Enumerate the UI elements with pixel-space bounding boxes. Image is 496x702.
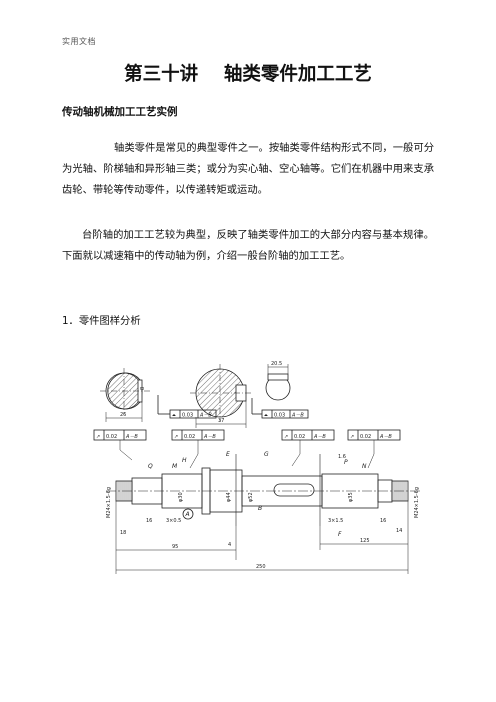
svg-text:0.02: 0.02 — [360, 434, 371, 440]
svg-text:8: 8 — [140, 387, 146, 390]
svg-text:φ44: φ44 — [226, 492, 232, 502]
svg-text:↗: ↗ — [96, 434, 100, 440]
section-heading: 1．零件图样分析 — [62, 315, 141, 327]
svg-text:Q: Q — [148, 463, 153, 470]
dim-37: 37 — [218, 418, 224, 424]
svg-text:E: E — [226, 451, 230, 458]
dim-250: 250 — [256, 564, 266, 570]
svg-text:18: 18 — [120, 530, 126, 536]
svg-text:3×1.5: 3×1.5 — [328, 518, 343, 524]
svg-text:N: N — [362, 463, 367, 470]
svg-text:⌯: ⌯ — [264, 413, 268, 419]
page-title: 第三十讲 轴类零件加工工艺 — [124, 64, 372, 85]
header-note: 实用文档 — [62, 37, 96, 46]
svg-text:A: A — [185, 511, 190, 518]
shaft-main-view — [106, 454, 420, 526]
dim-26: 26 — [120, 412, 126, 418]
dim-keyway: 20.5 — [271, 361, 282, 367]
dim-95: 95 — [172, 544, 178, 550]
svg-text:0.03: 0.03 — [274, 413, 285, 419]
svg-text:A－B: A－B — [313, 434, 326, 440]
svg-text:16: 16 — [380, 518, 386, 524]
svg-text:H: H — [182, 457, 187, 464]
svg-text:14: 14 — [396, 528, 402, 534]
dim-125: 125 — [360, 538, 370, 544]
svg-text:4: 4 — [228, 542, 231, 548]
svg-text:φ52: φ52 — [248, 492, 254, 502]
svg-text:0.02: 0.02 — [106, 434, 117, 440]
svg-text:1.6: 1.6 — [338, 454, 346, 460]
svg-text:B: B — [258, 505, 262, 512]
svg-text:M24×1.5-6g: M24×1.5-6g — [414, 487, 420, 518]
svg-text:P: P — [344, 459, 348, 466]
tolerance-frame-small-right: ⌯ 0.03 A－B — [251, 398, 309, 419]
svg-text:M: M — [172, 463, 178, 470]
svg-text:A－B: A－B — [291, 413, 304, 419]
tolerance-frame-2: ↗ 0.02 A－B — [171, 429, 225, 441]
svg-text:0.02: 0.02 — [184, 434, 195, 440]
tolerance-frame-3: ↗ 0.02 A－B — [281, 429, 335, 441]
svg-text:F: F — [338, 531, 342, 538]
section-view-left: 26 8 — [100, 368, 150, 422]
svg-text:φ30: φ30 — [178, 492, 184, 502]
svg-text:16: 16 — [146, 518, 152, 524]
tolerance-frame-4: ↗ 0.02 A－B — [347, 429, 401, 441]
svg-text:0.03: 0.03 — [182, 413, 193, 419]
svg-text:0.02: 0.02 — [294, 434, 305, 440]
svg-text:φ35: φ35 — [348, 492, 354, 502]
svg-text:G: G — [264, 451, 269, 458]
svg-text:↗: ↗ — [350, 434, 354, 440]
svg-text:↗: ↗ — [174, 434, 178, 440]
shaft-drawing: 26 8 ⌯ 0.03 A－B 37 ⌯ 0.03 A－B — [93, 361, 420, 574]
svg-text:A－B: A－B — [203, 434, 216, 440]
svg-text:A－B: A－B — [125, 434, 138, 440]
paragraph-2: 台阶轴的加工工艺较为典型，反映了轴类零件加工的大部分内容与基本规律。下面就以减速… — [62, 229, 434, 262]
svg-text:3×0.5: 3×0.5 — [166, 518, 181, 524]
svg-text:A－B: A－B — [199, 413, 212, 419]
subtitle: 传动轴机械加工工艺实例 — [62, 106, 178, 118]
keyway-detail: 20.5 — [265, 361, 291, 401]
svg-text:⌯: ⌯ — [172, 413, 176, 419]
section-view-right: 37 — [190, 364, 252, 428]
tolerance-frame-1: ↗ 0.02 A－B — [93, 429, 147, 441]
svg-text:M24×1.5-6g: M24×1.5-6g — [106, 487, 112, 518]
svg-text:A－B: A－B — [379, 434, 392, 440]
svg-text:↗: ↗ — [284, 434, 288, 440]
paragraph-1: 轴类零件是常见的典型零件之一。按轴类零件结构形式不同，一般可分为光轴、阶梯轴和异… — [62, 142, 434, 196]
